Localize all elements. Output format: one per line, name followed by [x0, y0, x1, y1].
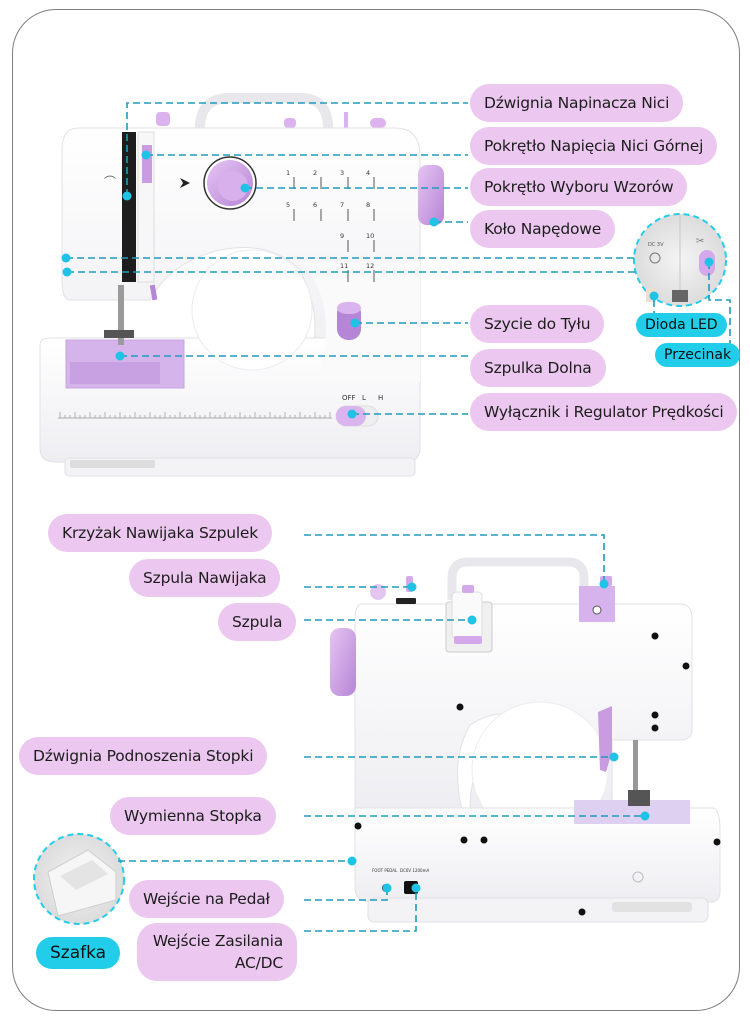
tag-storage-drawer: Szafka — [36, 937, 121, 969]
screw-hole — [651, 632, 659, 640]
leader-dot — [347, 856, 357, 866]
leader-dot — [240, 183, 250, 193]
label-power-input: Wejście Zasilania AC/DC — [137, 923, 297, 981]
leader-dot — [609, 752, 619, 762]
top-pin — [156, 112, 170, 126]
leader-dot — [62, 267, 72, 277]
label-power-input-line2: AC/DC — [234, 954, 283, 972]
pattern-number: 8 — [366, 201, 370, 209]
svg-text:L: L — [362, 394, 366, 402]
pattern-number: 10 — [366, 232, 374, 240]
label-foot-pedal-input: Wejście na Pedał — [129, 880, 284, 918]
label-pattern-selector-dial: Pokrętło Wyboru Wzorów — [470, 168, 688, 206]
foot-pedal-marking: FOOT PEDAL — [372, 868, 398, 873]
leader-dot — [141, 150, 151, 160]
screw-hole — [578, 908, 586, 916]
leader-dot — [599, 579, 609, 589]
leader-dot — [411, 883, 421, 893]
label-presser-foot-lever: Dźwignia Podnoszenia Stopki — [19, 737, 268, 775]
power-marking: DC6V 1200mA — [400, 868, 430, 873]
bobbin-winder-spindle-shape — [370, 584, 386, 600]
leader-dot — [347, 409, 357, 419]
label-bobbin: Szpulka Dolna — [470, 349, 606, 387]
tension-dial-window — [142, 145, 152, 183]
label-upper-thread-tension-dial: Pokrętło Napięcia Nici Górnej — [470, 127, 718, 165]
back-base — [354, 807, 721, 903]
switch-off-marking: OFF — [342, 394, 356, 402]
label-handwheel: Koło Napędowe — [470, 210, 616, 248]
screw-hole — [682, 662, 690, 670]
led-marking: DC 3V — [648, 242, 664, 248]
label-power-speed-switch: Wyłącznik i Regulator Prędkości — [470, 393, 738, 431]
leader-dot — [407, 582, 417, 592]
screw-hole — [456, 703, 464, 711]
top-pin — [284, 118, 296, 128]
label-thread-take-up-lever: Dźwignia Napinacza Nici — [470, 84, 684, 122]
leader-thread-take-up-lever — [126, 102, 468, 196]
leader-dot — [61, 253, 71, 263]
needle-bar — [118, 285, 124, 345]
presser-foot-lever-back — [598, 706, 612, 772]
label-power-input-line1: Wejście Zasilania — [152, 932, 283, 950]
pattern-number: 5 — [286, 201, 290, 209]
pattern-number: 3 — [340, 169, 344, 177]
pattern-number: 4 — [366, 169, 370, 177]
leader-dot — [115, 351, 125, 361]
tag-led-light: Dioda LED — [636, 313, 727, 337]
svg-text:H: H — [378, 394, 383, 402]
carry-handle — [195, 93, 333, 129]
leader-dot — [350, 318, 360, 328]
pattern-number: 12 — [366, 262, 374, 270]
pattern-number: 7 — [340, 201, 344, 209]
label-spool: Szpula — [218, 603, 297, 641]
label-reverse-stitch: Szycie do Tyłu — [470, 305, 605, 343]
top-pin — [344, 112, 348, 128]
thread-path — [122, 132, 136, 282]
handwheel-back — [330, 628, 356, 696]
leader-winder-stopper — [304, 534, 605, 584]
screw-hole — [354, 822, 362, 830]
screw-hole — [651, 711, 659, 719]
leader-dot — [429, 217, 439, 227]
leader-dot — [640, 811, 650, 821]
screw-hole — [713, 838, 721, 846]
leader-dot — [649, 291, 659, 301]
leader-power-input — [304, 888, 417, 932]
leader-dot — [704, 257, 714, 267]
pattern-number: 2 — [313, 169, 317, 177]
leader-dot — [382, 883, 392, 893]
label-bobbin-winder-spindle: Szpula Nawijaka — [129, 559, 281, 597]
carry-handle-back — [447, 557, 589, 600]
pattern-number: 1 — [286, 169, 290, 177]
handwheel-shape — [418, 165, 444, 225]
pattern-number: 9 — [340, 232, 344, 240]
pattern-number: 11 — [340, 262, 348, 270]
leader-cutter-tag — [708, 262, 731, 345]
top-pin — [370, 118, 386, 128]
presser-foot-lever-front — [149, 284, 158, 301]
svg-text:⌒: ⌒ — [104, 175, 116, 189]
leader-dot — [467, 615, 477, 625]
thread-spool — [451, 591, 483, 639]
free-arm-hole — [191, 249, 313, 371]
label-interchangeable-foot: Wymienna Stopka — [110, 797, 276, 835]
svg-text:✂: ✂ — [696, 236, 704, 247]
leader-dot — [122, 191, 132, 201]
label-bobbin-winder-stopper: Krzyżak Nawijaka Szpulek — [48, 514, 273, 552]
screw-hole — [460, 836, 468, 844]
screw-hole — [651, 724, 659, 732]
tag-thread-cutter: Przecinak — [655, 343, 741, 367]
pattern-number: 6 — [313, 201, 317, 209]
bobbin-winder-stopper-shape — [579, 586, 615, 622]
screw-hole — [480, 836, 488, 844]
